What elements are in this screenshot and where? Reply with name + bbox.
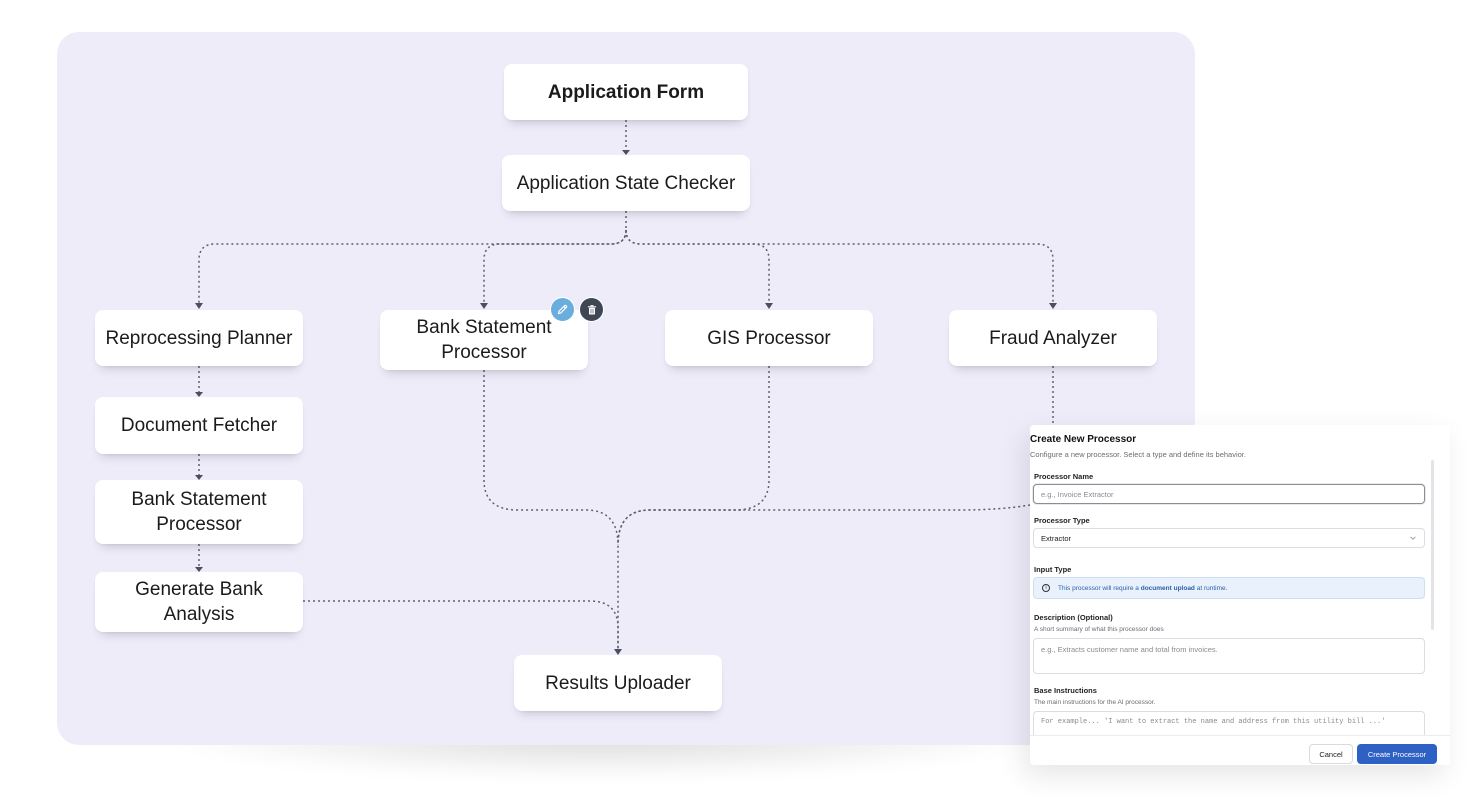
node-label: Application State Checker xyxy=(516,172,736,194)
delete-node-button[interactable] xyxy=(579,297,604,322)
base-instructions-hint: The main instructions for the AI process… xyxy=(1034,699,1156,706)
node-bank-statement-processor[interactable]: Bank Statement Processor xyxy=(95,480,303,544)
trash-icon xyxy=(587,304,596,314)
base-instructions-placeholder: For example... 'I want to extract the na… xyxy=(1041,718,1386,726)
cancel-button[interactable]: Cancel xyxy=(1309,744,1353,764)
base-instructions-label: Base Instructions xyxy=(1034,686,1097,695)
chevron-down-icon xyxy=(1410,536,1416,540)
info-text-bold: document upload xyxy=(1140,584,1195,592)
description-placeholder: e.g., Extracts customer name and total f… xyxy=(1041,645,1218,654)
workflow-canvas[interactable] xyxy=(57,32,1195,745)
processor-name-label: Processor Name xyxy=(1034,472,1094,481)
node-results-uploader[interactable]: Results Uploader xyxy=(514,655,722,711)
description-textarea[interactable]: e.g., Extracts customer name and total f… xyxy=(1033,638,1425,674)
dialog-scrollbar[interactable] xyxy=(1431,460,1434,630)
node-generate-bank-analysis[interactable]: Generate Bank Analysis xyxy=(95,572,303,632)
node-fraud-analyzer[interactable]: Fraud Analyzer xyxy=(949,310,1157,366)
description-hint: A short summary of what this processor d… xyxy=(1034,626,1164,633)
node-label: Fraud Analyzer xyxy=(989,327,1117,349)
node-document-fetcher[interactable]: Document Fetcher xyxy=(95,397,303,454)
node-label: Bank Statement Processor xyxy=(131,489,267,535)
input-type-info-text: This processor will require a document u… xyxy=(1058,585,1227,592)
node-label: Generate Bank Analysis xyxy=(135,579,263,625)
create-processor-dialog: Create New Processor Configure a new pro… xyxy=(1030,425,1450,765)
node-label: Application Form xyxy=(547,81,705,103)
info-text-suffix: at runtime. xyxy=(1194,584,1228,592)
description-label: Description (Optional) xyxy=(1034,613,1113,622)
processor-type-label: Processor Type xyxy=(1034,516,1090,525)
info-icon: i xyxy=(1042,584,1050,592)
info-text-prefix: This processor will require a xyxy=(1058,584,1141,592)
dialog-footer: Cancel Create Processor xyxy=(1030,735,1450,765)
edit-node-button[interactable] xyxy=(550,297,575,322)
node-reprocessing-planner[interactable]: Reprocessing Planner xyxy=(95,310,303,366)
processor-type-select[interactable]: Extractor xyxy=(1033,528,1425,548)
node-bank-statement-processor-selected[interactable]: Bank Statement Processor xyxy=(380,310,588,370)
node-gis-processor[interactable]: GIS Processor xyxy=(665,310,873,366)
input-type-info-box: i This processor will require a document… xyxy=(1033,577,1425,599)
node-application-state-checker[interactable]: Application State Checker xyxy=(502,155,750,211)
node-application-form[interactable]: Application Form xyxy=(504,64,748,120)
node-label: Reprocessing Planner xyxy=(105,327,293,349)
dialog-title: Create New Processor xyxy=(1030,434,1137,445)
pencil-icon xyxy=(557,304,568,315)
create-processor-button[interactable]: Create Processor xyxy=(1357,744,1437,764)
node-label: GIS Processor xyxy=(707,327,831,349)
node-label: Bank Statement Processor xyxy=(416,317,552,363)
processor-type-value: Extractor xyxy=(1041,533,1072,543)
processor-name-placeholder: e.g., Invoice Extractor xyxy=(1041,489,1114,499)
dialog-subtitle: Configure a new processor. Select a type… xyxy=(1030,450,1246,459)
node-label: Results Uploader xyxy=(545,672,691,694)
processor-name-input[interactable]: e.g., Invoice Extractor xyxy=(1033,484,1425,504)
input-type-label: Input Type xyxy=(1034,565,1072,574)
node-label: Document Fetcher xyxy=(120,415,278,436)
